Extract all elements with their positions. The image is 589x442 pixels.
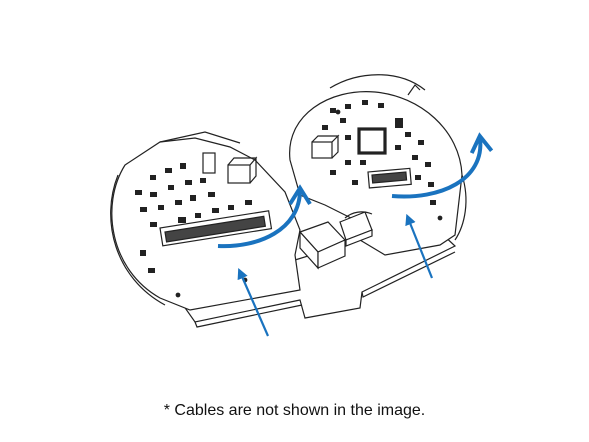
left-insert-arrow	[237, 267, 270, 337]
right-circuit-board	[289, 74, 467, 256]
right-curved-arrow	[391, 132, 494, 199]
bridge-connector	[344, 211, 373, 219]
caption-note: * Cables are not shown in the image.	[163, 402, 426, 419]
arrows	[217, 132, 494, 337]
connector-block	[298, 211, 373, 270]
left-curved-arrow	[217, 184, 312, 249]
left-circuit-board	[110, 131, 301, 311]
right-insert-arrow	[405, 213, 434, 279]
